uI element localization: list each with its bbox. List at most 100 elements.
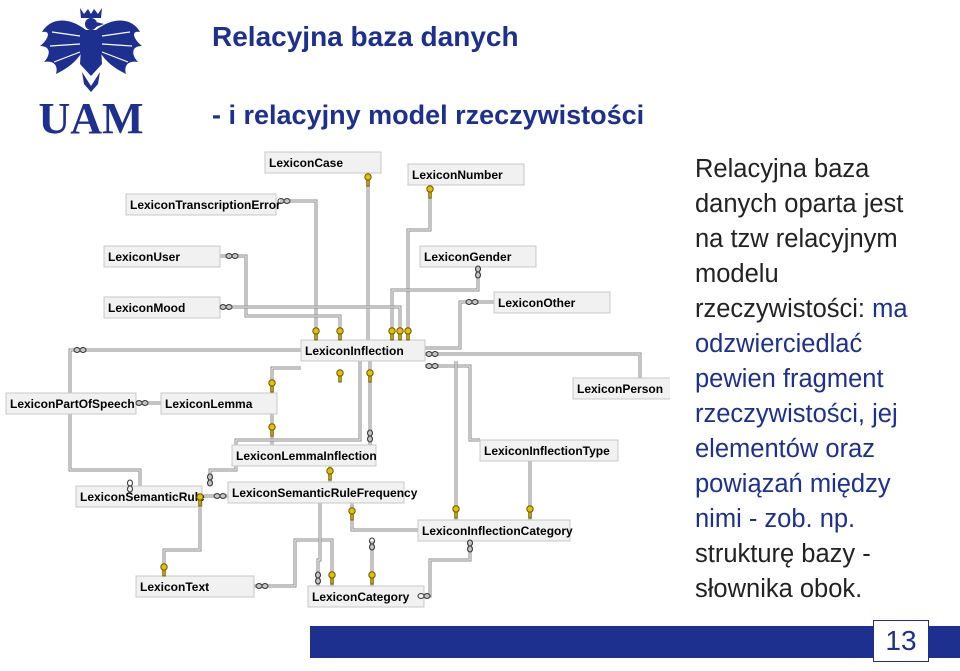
key-icon	[348, 507, 356, 521]
entity-label: LexiconLemmaInflection	[236, 449, 377, 463]
uam-eagle-logo: UAM	[38, 8, 144, 136]
entity-pos: LexiconPartOfSpeech	[5, 392, 137, 415]
relationship-line	[68, 348, 301, 393]
entity-label: LexiconInflectionCategory	[422, 524, 573, 538]
paragraph-line: pewien fragment	[695, 365, 884, 393]
entity-label: LexiconTranscriptionError	[130, 198, 281, 212]
paragraph-line: nimi - zob. np.	[695, 505, 856, 533]
relationship-line	[270, 366, 301, 393]
entity-gender: LexiconGender	[419, 245, 537, 268]
relationship-line	[208, 361, 362, 486]
entity-label: LexiconNumber	[412, 168, 503, 182]
entity-category: LexiconCategory	[307, 585, 425, 608]
key-icon	[328, 571, 336, 585]
relationship-line-inner	[425, 301, 494, 349]
entity-label: LexiconOther	[498, 296, 576, 310]
slide-title: Relacyjna baza danych	[212, 21, 519, 52]
entity-label: LexiconPartOfSpeech	[10, 397, 135, 411]
entity-label: LexiconUser	[108, 250, 180, 264]
infinity-icon	[425, 351, 439, 357]
infinity-icon	[367, 429, 373, 443]
slide-subtitle: - i relacyjny model rzeczywistości	[212, 100, 645, 130]
key-icon	[452, 505, 460, 519]
relationship-line-inner	[69, 349, 301, 393]
entity-lemmainfl: LexiconLemmaInflection	[231, 444, 377, 467]
key-icon	[160, 563, 168, 577]
infinity-icon	[225, 253, 239, 259]
relationship-line-inner	[163, 507, 201, 576]
paragraph-line: odzwierciedlać	[695, 330, 863, 358]
infinity-icon	[219, 304, 233, 310]
relationship-line-inner	[209, 361, 361, 486]
svg-text:UAM: UAM	[38, 94, 143, 136]
key-icon	[368, 571, 376, 585]
entity-label: LexiconCase	[269, 156, 343, 170]
entity-inflection: LexiconInflection	[300, 339, 426, 362]
entity-label: LexiconPerson	[577, 382, 663, 396]
relationship-line-inner	[425, 365, 480, 441]
paragraph-line: na tzw relacyjnym	[695, 225, 898, 253]
entity-semrule: LexiconSemanticRule	[75, 485, 205, 508]
relationship-line	[424, 541, 472, 598]
entity-lemma: LexiconLemma	[160, 392, 278, 415]
entity-boxes: LexiconCaseLexiconNumberLexiconTranscrip…	[5, 151, 670, 608]
entity-label: LexiconGender	[424, 250, 512, 264]
infinity-icon	[255, 583, 269, 589]
key-icon	[396, 327, 404, 341]
paragraph-line: rzeczywistości: ma	[695, 295, 908, 323]
entity-label: LexiconInflection	[305, 344, 404, 358]
relationship-line-inner	[254, 539, 333, 587]
database-schema-diagram: LexiconCaseLexiconNumberLexiconTranscrip…	[5, 151, 670, 608]
relationship-line-inner	[407, 185, 431, 340]
paragraph-line: elementów oraz	[695, 435, 876, 463]
key-icon	[326, 467, 334, 481]
key-icon	[364, 173, 372, 187]
key-icon	[268, 423, 276, 437]
relationship-line	[425, 364, 480, 442]
infinity-icon	[425, 363, 439, 369]
page-number: 13	[873, 620, 929, 662]
entity-transerr: LexiconTranscriptionError	[125, 193, 281, 216]
relationship-line-inner	[317, 503, 321, 586]
relationship-line-inner	[425, 353, 641, 378]
infinity-icon	[277, 198, 291, 204]
infinity-icon	[475, 265, 481, 279]
infinity-icon	[467, 539, 473, 553]
paragraph-line: modelu	[695, 260, 779, 288]
key-icon	[196, 493, 204, 507]
relationship-line-inner	[280, 200, 317, 340]
infinity-icon	[213, 493, 227, 499]
key-icon	[388, 327, 396, 341]
paragraph-line: Relacyjna baza	[695, 155, 870, 183]
entity-label: LexiconSemanticRule	[80, 490, 205, 504]
infinity-icon	[135, 400, 149, 406]
entity-label: LexiconLemma	[165, 397, 253, 411]
relationship-line-inner	[271, 367, 301, 393]
relationship-line-inner	[424, 541, 471, 597]
relationship-line	[68, 414, 142, 486]
infinity-icon	[465, 299, 479, 305]
entity-label: LexiconInflectionType	[484, 444, 610, 458]
entity-number: LexiconNumber	[407, 163, 525, 186]
infinity-icon	[369, 537, 375, 551]
relationship-line	[350, 503, 418, 532]
entity-text: LexiconText	[135, 575, 255, 598]
paragraph-line: rzeczywistości, jej	[695, 400, 898, 428]
footer-bar	[310, 626, 960, 658]
relationship-symbols	[73, 173, 534, 599]
key-icon	[366, 369, 374, 383]
key-icon	[336, 327, 344, 341]
entity-other: LexiconOther	[493, 291, 611, 314]
entity-user: LexiconUser	[103, 245, 221, 268]
key-icon	[426, 185, 434, 199]
entity-infltype: LexiconInflectionType	[479, 439, 619, 462]
key-icon	[526, 505, 534, 519]
key-icon	[336, 369, 344, 383]
relationship-line	[280, 199, 318, 340]
infinity-icon	[417, 593, 431, 599]
relationship-line-inner	[69, 414, 141, 486]
entity-label: LexiconCategory	[312, 590, 410, 604]
entity-semrulefreq: LexiconSemanticRuleFrequency	[227, 481, 418, 504]
infinity-icon	[127, 479, 133, 493]
